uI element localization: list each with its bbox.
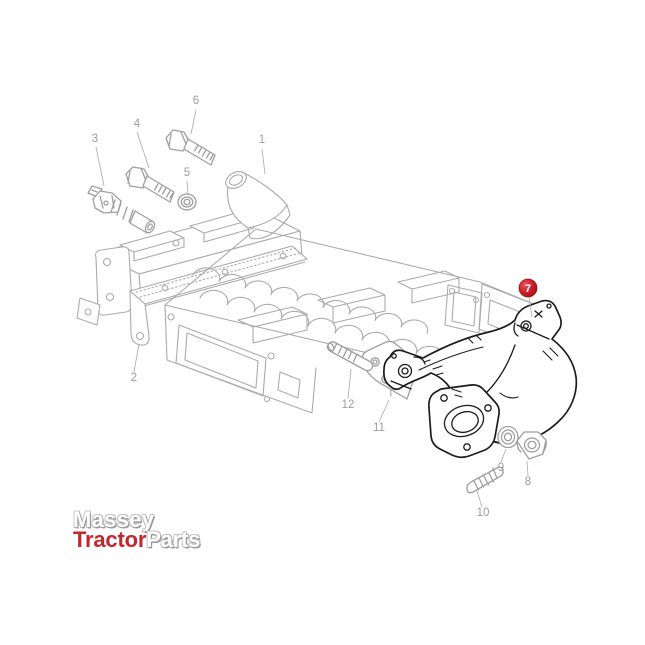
exhaust-manifold-part-7-art xyxy=(383,299,578,459)
callout-11: 11 xyxy=(373,422,385,434)
callout-4: 4 xyxy=(134,118,141,130)
callout-2: 2 xyxy=(131,372,137,384)
logo-text-tractor: Tractor xyxy=(73,527,147,552)
bolt-part-4-art xyxy=(125,166,175,203)
callout-8: 8 xyxy=(525,476,531,488)
bolt-part-6-art xyxy=(165,129,216,166)
logo-text-massey: Massey xyxy=(73,507,155,532)
callout-numbers: 1 2 3 4 5 6 8 9 10 11 12 xyxy=(92,95,531,519)
washer-part-9-art xyxy=(497,425,519,449)
callout-5: 5 xyxy=(184,167,190,179)
stud-part-10-art xyxy=(466,466,504,494)
callout-10: 10 xyxy=(477,507,490,519)
stud-part-12-art xyxy=(326,341,374,372)
callout-9: 9 xyxy=(498,462,504,474)
logo-word-massey: Massey xyxy=(73,509,200,533)
callout-7: 7 xyxy=(525,283,531,295)
part-7-highlight-badge: 7 xyxy=(518,278,538,298)
sensor-part-3-art xyxy=(87,185,156,234)
logo-text-parts: Parts xyxy=(146,527,201,552)
callout-6: 6 xyxy=(193,95,199,107)
nut-part-8-art xyxy=(516,431,547,460)
brand-logo: Massey TractorParts xyxy=(73,509,200,553)
highlight-circle xyxy=(518,278,538,298)
logo-word-tractorparts: TractorParts xyxy=(73,529,200,553)
callout-1: 1 xyxy=(259,134,265,146)
washer-part-5-art xyxy=(177,193,197,211)
callout-12: 12 xyxy=(342,399,355,411)
air-horn-part-1-art xyxy=(225,171,291,240)
callout-3: 3 xyxy=(92,133,98,145)
callout-leader-lines xyxy=(95,109,533,508)
